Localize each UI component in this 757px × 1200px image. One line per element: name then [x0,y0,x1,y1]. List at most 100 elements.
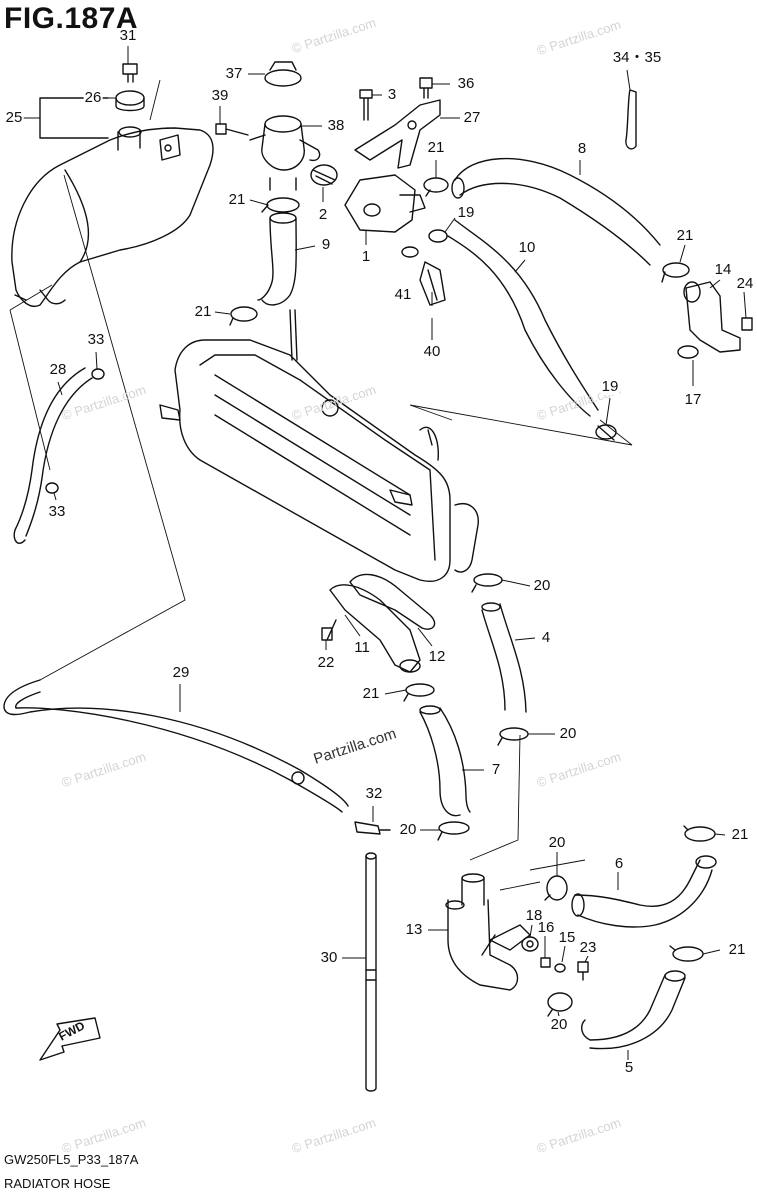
hose-10 [447,219,599,417]
callout-22: 22 [316,654,336,671]
hose-clamp-21c [661,262,690,283]
callout-3: 3 [386,86,398,103]
callout-10: 10 [517,239,537,256]
callout-21: 21 [727,941,747,958]
callout-30: 30 [319,949,339,966]
callout-21: 21 [730,826,750,843]
callout-5: 5 [623,1059,635,1076]
callout-6: 6 [613,855,625,872]
bolt-31 [122,63,138,83]
fitting-32 [354,821,391,835]
water-pipe-11 [329,584,421,673]
figure-caption: RADIATOR HOSE [4,1176,111,1191]
callout-23: 23 [578,939,598,956]
callout-8: 8 [576,140,588,157]
bolt-3 [359,89,373,121]
callout-31: 31 [118,27,138,44]
thermostat [310,164,338,186]
callout-14: 14 [713,261,733,278]
callout-27: 27 [462,109,482,126]
hose-30 [365,852,377,1092]
bolt-23 [577,961,589,981]
hose-clamp-21a [423,177,449,197]
hose-7 [419,705,471,817]
hose-28 [13,367,93,544]
reservoir-cap [115,90,145,112]
callout-21: 21 [361,685,381,702]
washer-15 [554,963,566,973]
callout-19: 19 [456,204,476,221]
callout-41: 41 [393,286,413,303]
strap-34-35 [625,89,637,150]
callout-7: 7 [490,761,502,778]
callout-37: 37 [224,65,244,82]
bolt-24 [741,317,753,331]
callout-33: 33 [47,503,67,520]
hose-clamp-20e [547,992,573,1017]
hose-6 [571,855,717,928]
callout-16: 16 [536,919,556,936]
hose-clamp-21e [403,683,435,702]
clip-19b [595,424,617,441]
callout-32: 32 [364,785,384,802]
callout-28: 28 [48,361,68,378]
fwd-arrow [39,1017,101,1061]
bolt-22 [321,619,337,641]
callout-39: 39 [210,87,230,104]
o-ring-17 [677,345,699,359]
bolt-36 [419,77,433,99]
hose-9 [257,212,297,306]
hose-clamp-21f [683,825,716,842]
callout-13: 13 [404,921,424,938]
hose-8 [451,157,661,266]
callout-9: 9 [320,236,332,253]
callout-38: 38 [326,117,346,134]
callout-36: 36 [456,75,476,92]
callout-15: 15 [557,929,577,946]
hose-clamp-20a [471,573,503,593]
callout-20: 20 [547,834,567,851]
washer-18 [521,936,539,952]
callout-40: 40 [422,343,442,360]
callout-4: 4 [540,629,552,646]
callout-1: 1 [360,248,372,265]
water-fitting-14 [683,281,741,353]
callout-11: 11 [353,639,371,656]
callout-20: 20 [549,1016,569,1033]
gasket-12 [349,573,436,630]
hose-clamp-20d [544,875,568,901]
callout-29: 29 [171,664,191,681]
callout-26: 26 [83,89,103,106]
hose-clamp-21d [229,306,258,326]
callout-24: 24 [735,275,755,292]
radiator [159,309,479,582]
callout-17: 17 [683,391,703,408]
washer-16 [540,957,551,968]
hose-clamp-20b [497,727,529,746]
callout-21: 21 [675,227,695,244]
figure-title: FIG.187A [4,2,139,35]
bracket-27 [354,99,441,169]
water-outlet [344,174,426,233]
hose-29 [3,679,349,813]
callout-20: 20 [558,725,578,742]
callout-33: 33 [86,331,106,348]
figure-code: GW250FL5_P33_187A [4,1152,139,1167]
hose-clamp-21g [669,945,704,962]
callout-21: 21 [227,191,247,208]
clip-33b [45,482,59,494]
callout-34-35: 34・35 [611,49,663,66]
callout-19: 19 [600,378,620,395]
hose-5 [581,970,686,1050]
callout-21: 21 [426,139,446,156]
callout-25: 25 [4,109,24,126]
reservoir-tank [11,126,214,307]
bolt-39 [215,123,249,136]
y-joint-13 [445,873,531,991]
hose-4 [481,602,527,713]
callout-20: 20 [532,577,552,594]
hose-clamp-20c [437,821,470,841]
thermostat-housing [249,61,321,191]
callout-21: 21 [193,303,213,320]
